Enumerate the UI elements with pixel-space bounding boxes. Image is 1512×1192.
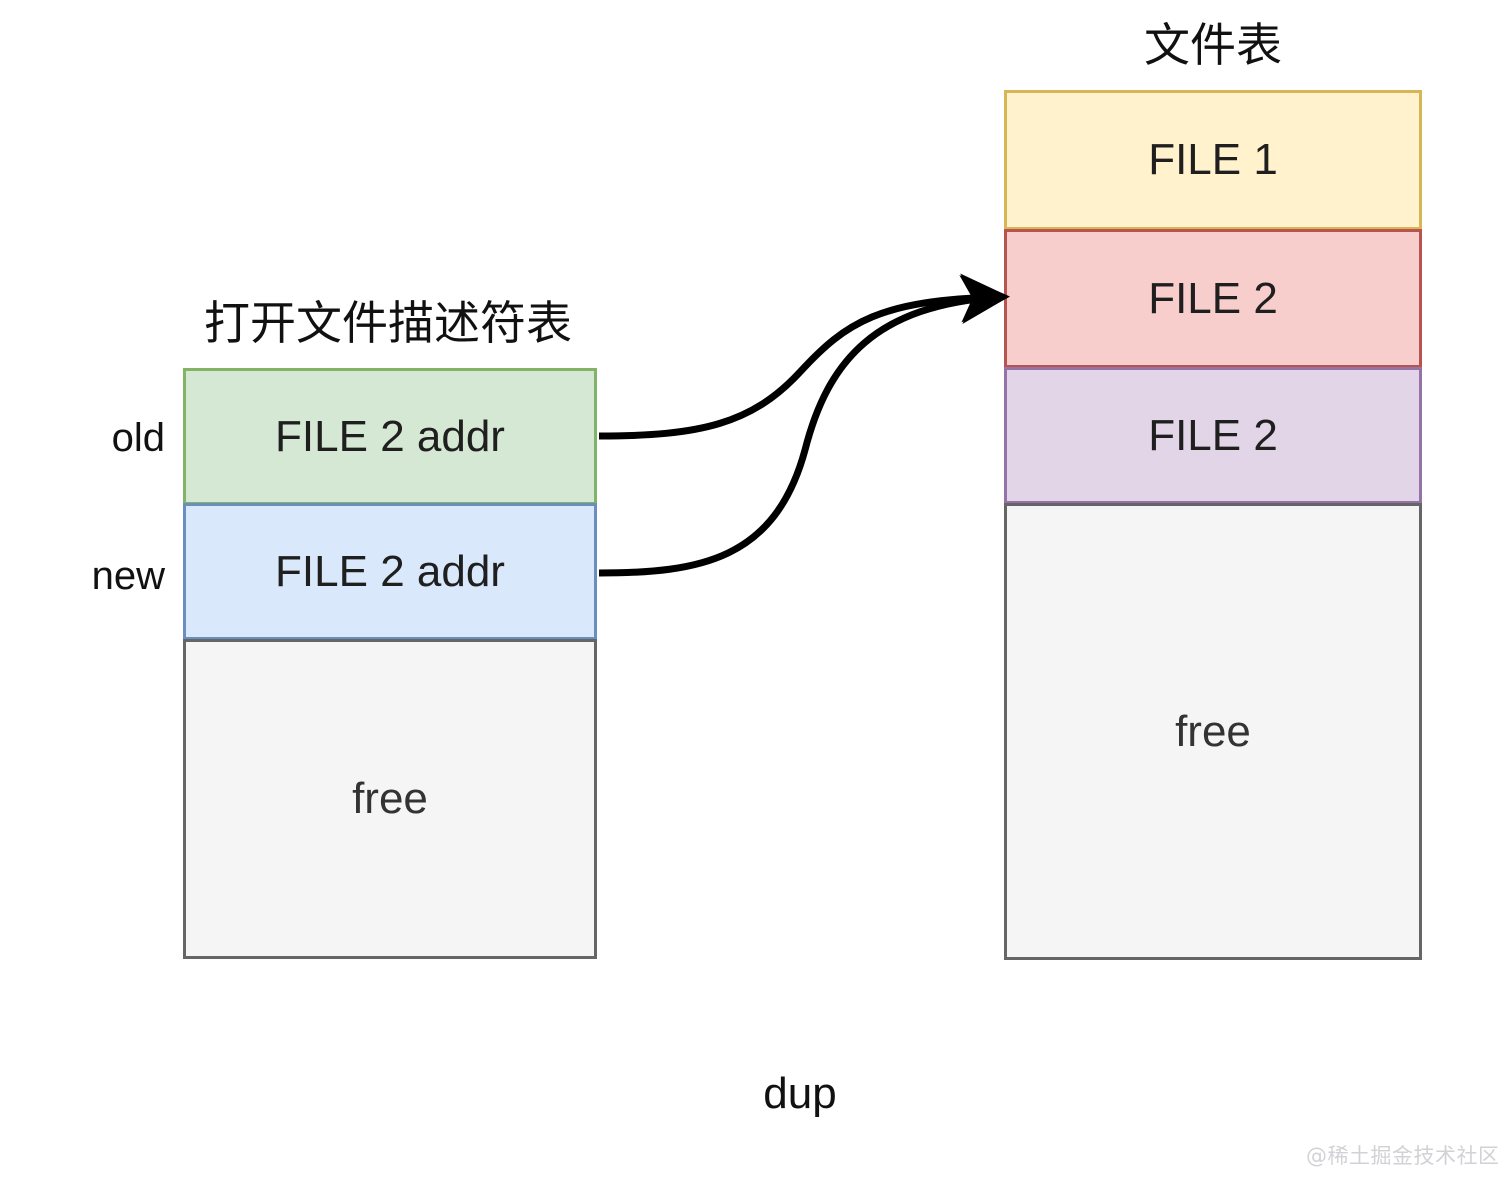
fd-row-label-old: old	[111, 416, 165, 460]
fd-row-old-label: FILE 2 addr	[275, 411, 505, 461]
connector-old-to-file2	[598, 273, 1010, 440]
file-table-title: 文件表	[1144, 19, 1282, 71]
file-table-row-file2-red[interactable]: FILE 2	[1004, 229, 1422, 368]
fd-row-free[interactable]: free	[183, 639, 597, 959]
fd-row-new[interactable]: FILE 2 addr	[183, 503, 597, 640]
file-table-row-file2-purple[interactable]: FILE 2	[1004, 367, 1422, 504]
fd-row-new-label: FILE 2 addr	[275, 546, 505, 596]
watermark: @稀土掘金技术社区	[1306, 1144, 1500, 1168]
file-table-row-file2-red-label: FILE 2	[1148, 273, 1278, 323]
fd-row-free-label: free	[352, 774, 428, 823]
file-table-row-file2-purple-label: FILE 2	[1148, 410, 1278, 460]
file-table-row-free-label: free	[1175, 706, 1251, 756]
connector-new-to-file2	[598, 275, 1010, 577]
fd-table-title: 打开文件描述符表	[204, 297, 572, 349]
diagram-caption: dup	[763, 1069, 837, 1118]
fd-row-old[interactable]: FILE 2 addr	[183, 368, 597, 505]
file-table-row-file1-label: FILE 1	[1148, 135, 1278, 184]
file-table-row-file1[interactable]: FILE 1	[1004, 90, 1422, 230]
fd-row-label-new: new	[91, 554, 165, 598]
file-table-row-free[interactable]: free	[1004, 503, 1422, 960]
